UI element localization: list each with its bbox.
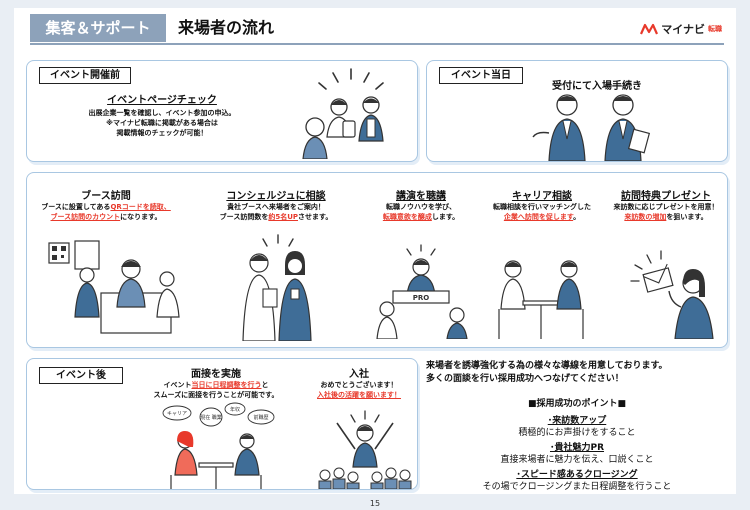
reception-title: 受付にて入場手続き — [552, 81, 642, 92]
event-day-panel: イベント当日 受付にて入場手続き — [426, 60, 728, 162]
point-1-title: ･来訪数アップ — [547, 416, 607, 426]
before-event-panel: イベント開催前 イベントページチェック 出展企業一覧を確認し、イベント参加の申込… — [26, 60, 418, 162]
mynavi-logo: マイナビ 転職 — [640, 19, 722, 39]
bubble-income: 年収 — [230, 406, 240, 413]
bubble-career: キャリア — [167, 411, 187, 417]
concierge-block: コンシェルジュに相談 貴社ブースへ来場者をご案内！ ブース訪問数を約5名UPさせ… — [203, 187, 349, 222]
points-intro-2: 多くの面談を行い採用成功へつなげてください！ — [426, 374, 624, 384]
joining-title: 入社 — [349, 369, 369, 380]
interview-block: 面接を実施 イベント当日に日程調整を行うと スムーズに面接を行うことが可能です。 — [131, 365, 301, 400]
career-highlight: 企業へ訪問を促します — [503, 213, 574, 221]
success-points: 来場者を誘導強化する為の様々な導線を用意しております。 多くの面談を行い採用成功… — [426, 358, 728, 493]
career-consult-block: キャリア相談 転職相談を行いマッチングした 企業へ訪問を促します。 — [477, 187, 607, 222]
page-check-line-1: 出展企業一覧を確認し、イベント参加の申込。 — [88, 109, 236, 117]
booth-visit-illustration — [48, 240, 180, 334]
lecture-illustration: PRO — [376, 244, 468, 339]
logo-sub: 転職 — [708, 25, 722, 33]
reception-staff-illustration — [532, 94, 651, 161]
interview-illustration: キャリア 現在 職業 年収 前職歴 — [162, 402, 275, 489]
page-number: 15 — [369, 499, 381, 508]
page-check-line-3: 掲載情報のチェックが可能！ — [116, 129, 208, 137]
interview-title: 面接を実施 — [191, 369, 241, 380]
page-title: 来場者の流れ — [178, 18, 275, 37]
page-check-title: イベントページチェック — [107, 95, 217, 106]
points-intro-1: 来場者を誘導強化する為の様々な導線を用意しております。 — [426, 361, 668, 371]
mynavi-logo-mark-icon — [640, 23, 659, 35]
after-event-tag: イベント後 — [39, 367, 123, 384]
joining-highlight: 入社後の活躍を願います！ — [317, 391, 401, 399]
lecture-block: 講演を聴講 転職ノウハウを学び、 転職意欲を醸成します。 — [365, 187, 477, 222]
point-2-title: ･貴社魅力PR — [549, 443, 605, 453]
joining-block: 入社 おめでとうございます！ 入社後の活躍を願います！ — [303, 365, 415, 400]
point-1-desc: 積極的にお声掛けをすること — [518, 428, 636, 438]
page-check-line-2: ※マイナビ転職に掲載がある場合は — [106, 119, 218, 127]
event-day-tag: イベント当日 — [439, 67, 523, 84]
section-tag: 集客＆サポート — [30, 14, 166, 42]
bubble-current-job: 現在 職業 — [200, 414, 222, 421]
booth-count-highlight: ブース訪問のカウント — [50, 213, 121, 221]
booth-visit-title: ブース訪問 — [81, 191, 131, 202]
visit-gift-illustration — [630, 250, 714, 339]
visit-gift-title: 訪問特典プレゼント — [621, 191, 711, 202]
lecture-highlight: 転職意欲を醸成 — [382, 213, 432, 221]
visit-gift-block: 訪問特典プレゼント 来訪数に応じプレゼントを用意！ 来訪数の増加を狙います。 — [605, 187, 727, 222]
event-activities-panel: ブース訪問 ブースに設置してあるQRコードを読取、 ブース訪問のカウントになりま… — [26, 172, 728, 348]
lecture-title: 講演を聴講 — [396, 191, 446, 202]
applicant-smartphone-illustration — [302, 68, 384, 159]
career-consult-title: キャリア相談 — [512, 191, 572, 202]
point-2-desc: 直接来場者に魅力を伝え、口説くこと — [500, 455, 654, 465]
after-event-panel: イベント後 面接を実施 イベント当日に日程調整を行うと スムーズに面接を行うこと… — [26, 358, 418, 490]
career-consult-illustration — [498, 260, 584, 339]
points-heading: ■採用成功のポイント■ — [527, 399, 626, 409]
header-divider — [30, 43, 724, 45]
slide: 集客＆サポート 来場者の流れ マイナビ 転職 イベント開催前 イベントページチェ… — [14, 8, 736, 494]
concierge-up-highlight: 約5名UP — [268, 213, 299, 221]
podium-label: PRO — [413, 294, 430, 302]
before-event-tag: イベント開催前 — [39, 67, 131, 84]
concierge-title: コンシェルジュに相談 — [226, 191, 326, 202]
bubble-past-job: 前職歴 — [253, 414, 268, 421]
booth-visit-block: ブース訪問 ブースに設置してあるQRコードを読取、 ブース訪問のカウントになりま… — [35, 187, 177, 222]
header: 集客＆サポート 来場者の流れ マイナビ 転職 — [14, 14, 736, 45]
interview-highlight: 当日に日程調整を行う — [191, 381, 262, 389]
gift-highlight: 来訪数の増加 — [624, 213, 667, 221]
concierge-illustration — [242, 234, 312, 341]
joining-celebration-illustration — [318, 410, 412, 489]
point-3-title: ･スピード感あるクロージング — [516, 470, 638, 480]
logo-text: マイナビ — [661, 23, 705, 36]
booth-qr-highlight: QRコードを読取、 — [110, 203, 171, 211]
point-3-desc: その場でクロージングまた日程調整を行うこと — [482, 482, 672, 492]
